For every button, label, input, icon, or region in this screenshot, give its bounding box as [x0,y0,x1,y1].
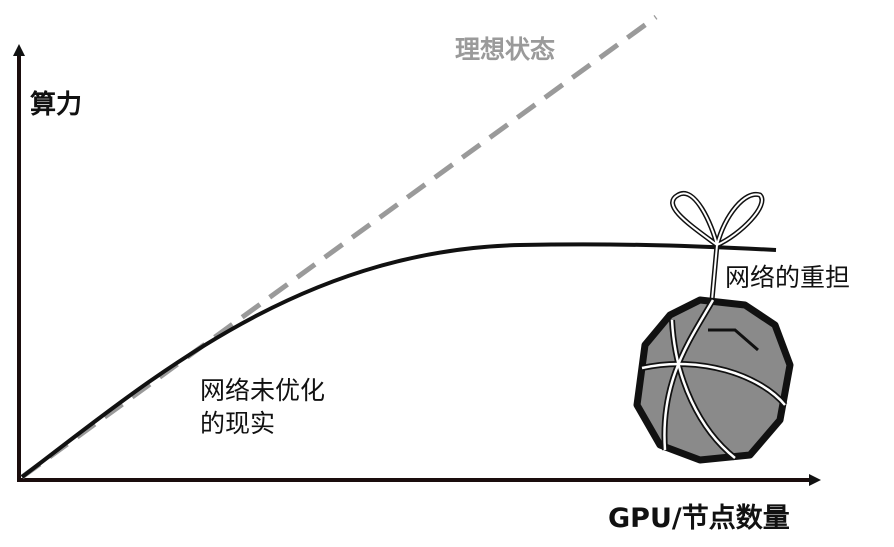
reality-label-line2: 的现实 [200,409,276,438]
reality-label-line1: 网络未优化 [200,376,326,405]
ideal-line [20,14,658,480]
reality-curve [20,242,777,479]
reality-curve-label: 网络未优化 的现实 [200,374,325,440]
ideal-line-label: 理想状态 [455,35,556,64]
rock-icon [633,296,794,464]
network-burden-label: 网络的重担 [725,258,851,294]
x-axis-label: GPU/节点数量 [608,503,790,534]
y-axis-label: 算力 [30,90,83,120]
